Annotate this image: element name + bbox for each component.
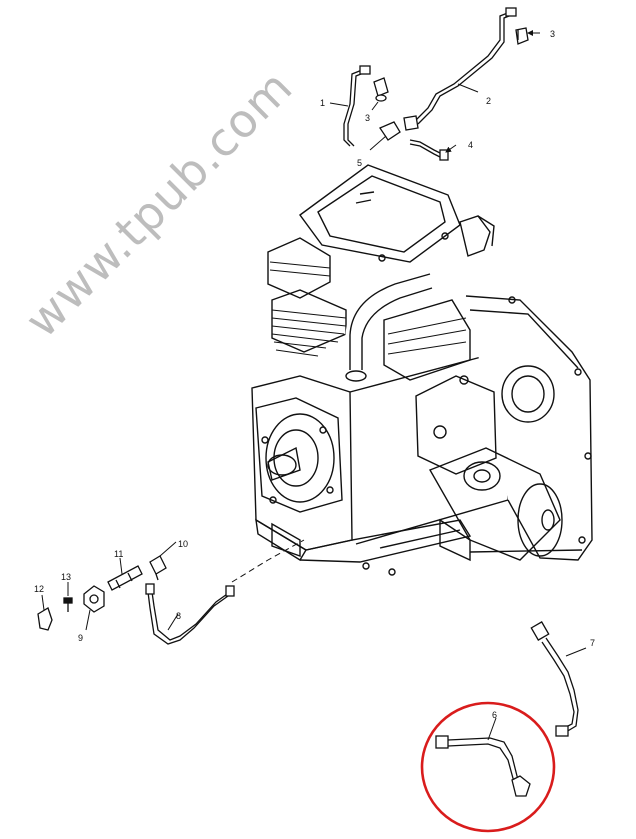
callout-12: 12 [34, 584, 44, 594]
part-9-elbow [83, 585, 105, 613]
callout-3-top: 3 [550, 29, 555, 39]
part-3-fitting-center [373, 77, 389, 102]
part-8-fuel-line [145, 583, 235, 645]
part-3-fitting-top-right [515, 27, 529, 45]
callout-11: 11 [114, 549, 123, 559]
watermark-text: www.tpub.com [15, 59, 303, 347]
callout-9: 9 [78, 633, 83, 643]
callout-8: 8 [176, 611, 181, 621]
part-2-fuel-line [413, 7, 517, 125]
callout-leaders [41, 30, 587, 741]
callout-4: 4 [468, 140, 473, 150]
callout-10: 10 [178, 539, 188, 549]
engine-assembly [251, 164, 593, 576]
callout-5: 5 [357, 158, 362, 168]
callout-3-center: 3 [365, 113, 370, 123]
dashed-leader-line [231, 539, 305, 583]
part-7-fuel-line [530, 621, 579, 737]
part-5-nut [379, 115, 419, 141]
part-6-fuel-line [435, 735, 531, 797]
callout-1: 1 [320, 98, 325, 108]
part-13-screw [63, 597, 73, 612]
part-4-fitting [409, 139, 449, 161]
callout-7: 7 [590, 638, 595, 648]
highlight-circle [420, 701, 556, 833]
callout-6: 6 [492, 710, 497, 720]
callout-2: 2 [486, 96, 491, 106]
part-1-fuel-line [343, 65, 371, 147]
part-10-fitting [149, 555, 167, 581]
callout-13: 13 [61, 572, 71, 582]
part-11-pipe-nipple [107, 565, 143, 591]
part-12-clamp [37, 607, 53, 631]
